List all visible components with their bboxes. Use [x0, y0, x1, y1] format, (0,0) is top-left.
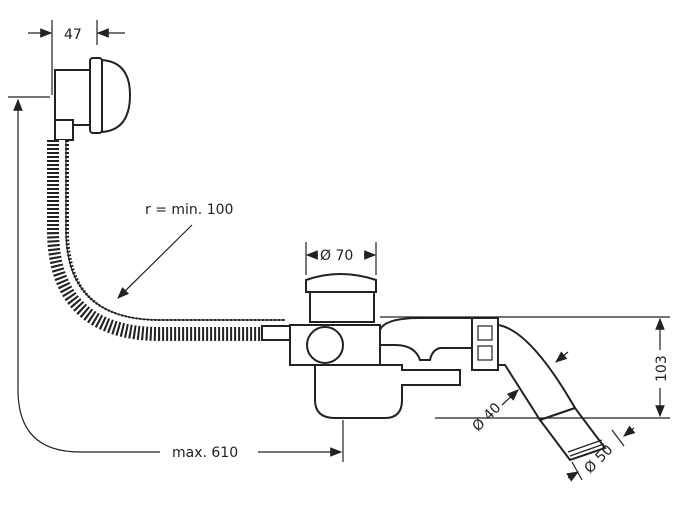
- dimension-max-610: max. 610: [8, 96, 344, 462]
- plug-diameter-label: Ø 70: [320, 248, 353, 264]
- dimension-47: 47: [28, 20, 125, 95]
- dimension-radius: r = min. 100: [117, 202, 233, 299]
- overflow-head: [54, 57, 132, 141]
- dimension-103: 103: [380, 316, 670, 419]
- dimension-47-label: 47: [64, 27, 82, 43]
- dimension-diameter-70: Ø 70: [305, 242, 377, 275]
- waste-trap: [289, 273, 607, 462]
- flexible-hose: [47, 140, 293, 341]
- trap-height-label: 103: [654, 355, 670, 382]
- outlet-inner-label: Ø 40: [470, 400, 505, 435]
- bend-radius-label: r = min. 100: [145, 202, 233, 218]
- max-length-label: max. 610: [172, 445, 238, 461]
